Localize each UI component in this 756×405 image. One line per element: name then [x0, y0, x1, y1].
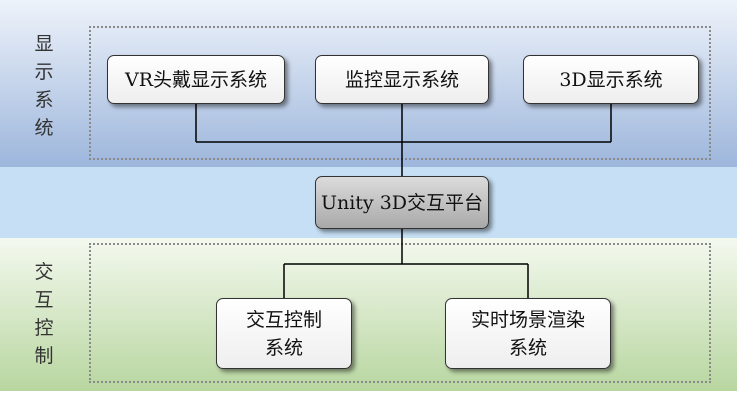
interaction-label-char: 交	[34, 261, 54, 283]
vr-headset-display-system-node: VR头戴显示系统	[107, 55, 285, 104]
display-label-char: 统	[34, 117, 54, 139]
interaction-label-char: 控	[34, 317, 54, 339]
node-label: 3D显示系统	[559, 68, 663, 91]
display-label-char: 系	[34, 89, 54, 111]
node-label-line: 系统	[264, 336, 303, 359]
interaction-layer-frame	[89, 243, 711, 383]
node-label: 监控显示系统	[344, 68, 459, 91]
3d-display-system-node: 3D显示系统	[523, 55, 699, 104]
display-label-char: 示	[34, 61, 54, 83]
display-layer-frame	[89, 26, 711, 160]
node-label: VR头戴显示系统	[124, 68, 268, 91]
node-label-line: 系统	[508, 336, 547, 359]
interaction-label-char: 互	[34, 289, 54, 311]
display-label-char: 显	[34, 33, 54, 55]
node-label: Unity 3D交互平台	[320, 191, 484, 214]
display-layer-label: 显 示 系 统	[12, 30, 76, 142]
interaction-layer-label: 交 互 控 制	[12, 258, 76, 370]
interaction-control-system-node: 交互控制 系统	[216, 298, 352, 369]
monitor-display-system-node: 监控显示系统	[315, 55, 489, 104]
realtime-rendering-system-node: 实时场景渲染 系统	[445, 298, 611, 369]
interaction-label-char: 制	[34, 345, 54, 367]
unity-3d-platform-node: Unity 3D交互平台	[315, 176, 489, 229]
node-label-line: 交互控制	[245, 308, 322, 331]
node-label-line: 实时场景渲染	[470, 308, 585, 331]
